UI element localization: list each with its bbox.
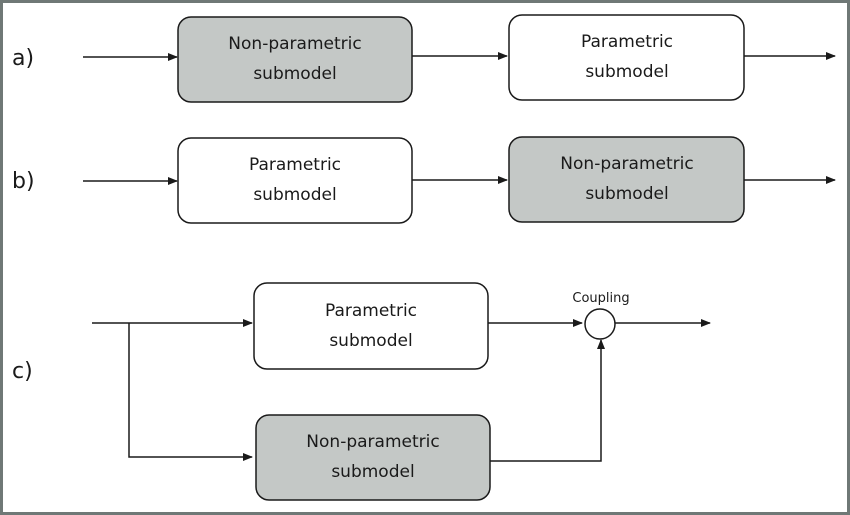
row-c-bottom-box-line1: Non-parametric [306,432,439,452]
row-b-label: b) [12,169,35,194]
row-b-box2-line2: submodel [585,184,668,204]
row-a-label: a) [12,46,34,71]
coupling-label: Coupling [572,291,629,306]
row-c-bottom-to-coupling-arrow [490,339,605,462]
row-c-top-box-line2: submodel [329,331,412,351]
row-a-box1-line1: Non-parametric [228,34,361,54]
row-a-non-parametric-box [177,16,413,103]
row-b-box1-line1: Parametric [249,155,341,175]
row-c: c) Parametric submodel Non-parametric su… [12,282,711,501]
row-a: a) Non-parametric submodel Parametric su… [12,14,836,103]
row-b-box2-line1: Non-parametric [560,154,693,174]
row-c-branch-arrow [128,323,253,461]
row-b: b) Parametric submodel Non-parametric su… [12,136,836,224]
row-a-parametric-box [508,14,745,101]
row-b-parametric-box [177,137,413,224]
row-a-box2-line1: Parametric [581,32,673,52]
row-c-label: c) [12,359,33,384]
row-c-non-parametric-box [255,414,491,501]
row-b-non-parametric-box [508,136,745,223]
row-c-bottom-box-line2: submodel [331,462,414,482]
row-a-box2-line2: submodel [585,62,668,82]
coupling-junction [584,308,616,340]
row-c-top-box-line1: Parametric [325,301,417,321]
row-b-box1-line2: submodel [253,185,336,205]
row-a-box1-line2: submodel [253,64,336,84]
row-c-parametric-box [253,282,489,370]
